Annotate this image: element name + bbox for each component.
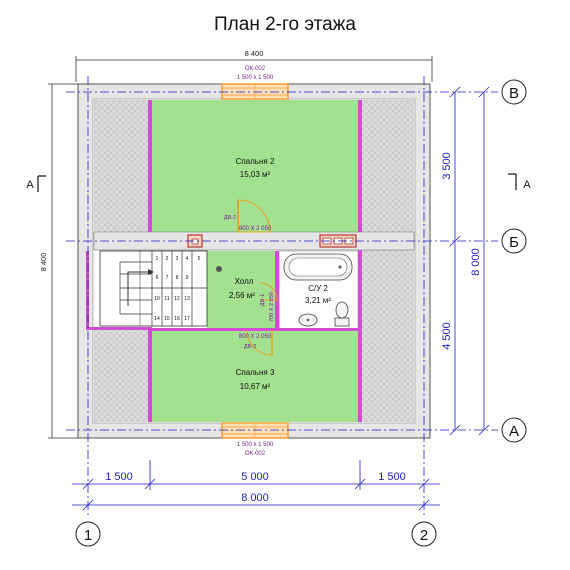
- overall-dimension-top: 8 400: [75, 49, 433, 82]
- axis-bubble-2: 2: [411, 521, 437, 547]
- overall-width-label: 8 400: [245, 49, 264, 58]
- room-hall-floor: [207, 251, 275, 330]
- stair-number: 9: [186, 275, 189, 281]
- axis-label-b: Б: [509, 234, 519, 251]
- dim-right-total: 8 000: [470, 248, 482, 276]
- window-bottom: [221, 422, 289, 439]
- dim-right-upper: 3 500: [441, 152, 453, 180]
- stair-number: 1: [156, 256, 159, 262]
- stair-number: 14: [154, 316, 160, 322]
- overall-dimension-left: 8 400: [39, 83, 78, 439]
- stair-number: 4: [186, 256, 189, 262]
- door-dv1-code: ДВ-1: [260, 294, 266, 306]
- room-bedroom-3-area: 10,67 м²: [240, 382, 271, 391]
- room-bathroom-area: 3,21 м²: [305, 296, 331, 305]
- toilet-bowl-icon: [335, 301, 349, 319]
- window-top-code: ОК-002: [245, 66, 266, 72]
- section-label-left: А: [26, 179, 34, 191]
- attic-zone-top-left: [94, 100, 148, 232]
- stair-number: 2: [166, 256, 169, 262]
- attic-zone-bottom-right: [362, 250, 414, 422]
- newel-post: [216, 266, 222, 272]
- door-bottom-size: 800 Х 2 050: [239, 334, 272, 340]
- axis-bubble-b: Б: [501, 228, 527, 254]
- room-bedroom-3-floor: [152, 330, 358, 422]
- stair-number: 7: [166, 275, 169, 281]
- stair-number: 13: [184, 296, 190, 302]
- section-label-right: А: [523, 179, 531, 191]
- window-bottom-size: 1 500 х 1 500: [237, 442, 274, 448]
- stair-number: 11: [164, 296, 169, 302]
- door-swings: [237, 199, 278, 356]
- room-hall-name: Холл: [235, 277, 254, 286]
- stair-number: 8: [176, 275, 179, 281]
- room-bedroom-2-name: Спальня 2: [236, 157, 275, 166]
- plan-title: План 2-го этажа: [214, 14, 356, 35]
- attic-zone-bottom-left: [94, 330, 148, 422]
- room-bathroom-name: С/У 2: [308, 284, 328, 293]
- stair-numbers: 1 2 3 4 5 6 7 8 9 10 11 12 13 14 15 16 1…: [154, 256, 200, 322]
- axis-bubble-1: 1: [75, 521, 101, 547]
- stair-number: 17: [184, 316, 190, 322]
- dim-bottom-left: 1 500: [105, 471, 133, 483]
- door-top-code: ДВ-2: [224, 215, 236, 221]
- dim-bottom-middle: 5 000: [241, 471, 269, 483]
- axis-label-v: В: [509, 85, 519, 102]
- dim-right-lower: 4 500: [441, 322, 453, 350]
- overall-height-label: 8 400: [39, 253, 48, 272]
- room-bedroom-2-area: 15,03 м²: [240, 170, 271, 179]
- axis-label-1: 1: [84, 527, 92, 544]
- room-bedroom-2-floor: [152, 100, 358, 232]
- dim-bottom-right: 1 500: [378, 471, 406, 483]
- partitions: [86, 100, 362, 422]
- door-bottom-code: ДВ-2: [244, 344, 256, 350]
- stair-number: 16: [174, 316, 180, 322]
- dimension-chain-right: [449, 86, 490, 436]
- door-dv1-size: 700 Х 2 050: [269, 292, 275, 322]
- stair-number: 10: [154, 296, 160, 302]
- axis-lines: [66, 76, 498, 518]
- dim-bottom-total: 8 000: [241, 492, 269, 504]
- room-hall-area: 2,56 м²: [229, 291, 255, 300]
- room-bedroom-3-name: Спальня 3: [236, 368, 275, 377]
- dimension-chain-bottom: [72, 460, 440, 511]
- axis-label-2: 2: [420, 527, 428, 544]
- stair-number: 5: [198, 256, 201, 262]
- attic-zone-top-right: [362, 100, 414, 232]
- section-mark-left: А: [26, 175, 46, 192]
- window-top-size: 1 500 х 1 500: [237, 75, 274, 81]
- section-mark-right: А: [508, 173, 531, 191]
- bathroom-fixtures: [283, 253, 353, 327]
- axis-bubble-v: В: [501, 79, 527, 105]
- stair-number: 3: [176, 256, 179, 262]
- stair-number: 15: [164, 316, 170, 322]
- stair-number: 6: [156, 275, 159, 281]
- axis-bubble-a: А: [501, 417, 527, 443]
- window-top: [221, 83, 289, 100]
- stair-number: 12: [174, 296, 180, 302]
- door-top-size: 800 Х 2 050: [239, 226, 272, 232]
- staircase: [99, 250, 208, 327]
- axis-label-a: А: [509, 423, 519, 440]
- window-bottom-code: ОК-002: [245, 451, 266, 457]
- toilet-tank-icon: [334, 317, 350, 327]
